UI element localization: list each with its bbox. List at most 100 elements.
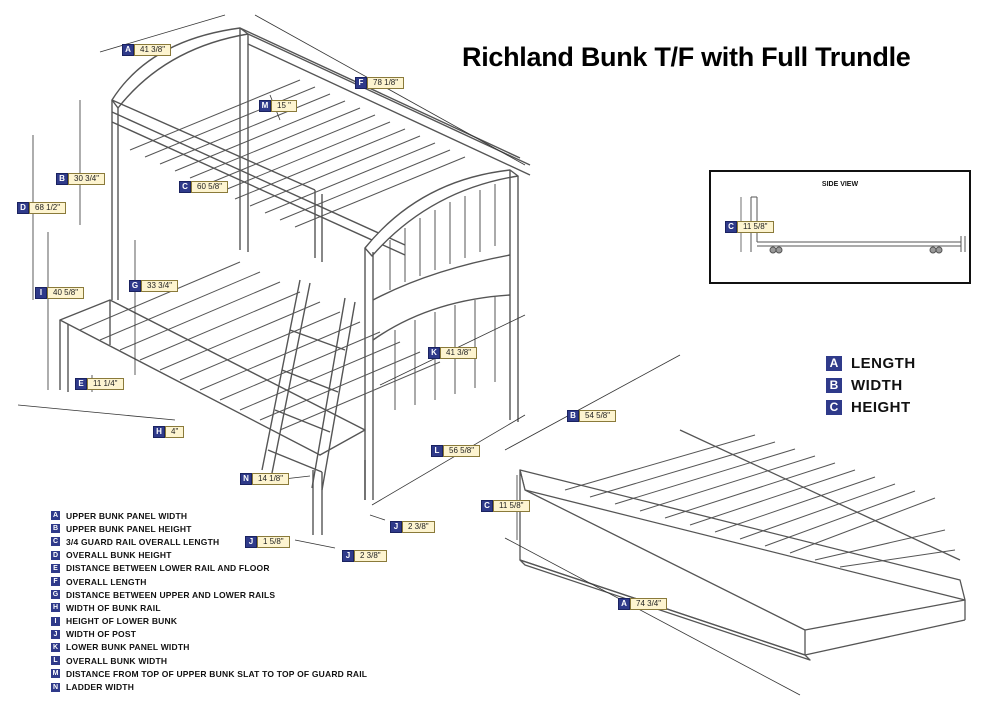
legend-row-length: A LENGTH [826, 352, 916, 374]
dim-value: 11 5/8" [493, 499, 530, 512]
legend-item: H WIDTH OF BUNK RAIL [51, 601, 367, 614]
legend-label: HEIGHT [851, 398, 911, 416]
dim-letter: B [567, 409, 579, 422]
legend-label: LADDER WIDTH [66, 682, 135, 693]
dim-letter: H [153, 425, 165, 438]
dim-value: 2 3/8" [402, 520, 435, 533]
legend-label: OVERALL LENGTH [66, 576, 147, 587]
dim-letter: K [428, 346, 440, 359]
dim-tag-d: D 68 1/2" [17, 201, 67, 214]
dim-letter: B [56, 172, 68, 185]
dim-value: 68 1/2" [29, 201, 67, 214]
bunk-bed-frame [59, 27, 531, 535]
legend-item: N LADDER WIDTH [51, 680, 367, 693]
dimension-type-legend: A LENGTH B WIDTH C HEIGHT [826, 352, 916, 418]
legend-letter: I [51, 616, 60, 626]
dim-tag-h: H 4" [153, 425, 185, 438]
dim-value: 1 5/8" [257, 535, 290, 548]
legend-item: I HEIGHT OF LOWER BUNK [51, 615, 367, 628]
legend-letter: C [51, 537, 60, 547]
ladder [261, 279, 356, 491]
dim-letter: C [179, 180, 191, 193]
legend-label: OVERALL BUNK HEIGHT [66, 550, 172, 561]
dim-tag-e: E 11 1/4" [75, 377, 124, 390]
dim-letter: C [725, 220, 737, 233]
dim-value: 40 5/8" [47, 286, 85, 299]
legend-letter: N [51, 682, 60, 692]
dim-tag-j-left: J 1 5/8" [245, 535, 290, 548]
dim-value: 11 5/8" [737, 220, 774, 233]
legend-label: WIDTH [851, 376, 903, 394]
legend-label: WIDTH OF POST [66, 629, 137, 640]
upper-slats [129, 79, 466, 228]
dim-tag-k: K 41 3/8" [428, 346, 478, 359]
side-view-dim-tag-c: C 11 5/8" [725, 220, 774, 233]
dim-value: 14 1/8" [252, 472, 290, 485]
legend-letter: B [826, 377, 842, 393]
dim-letter: N [240, 472, 252, 485]
legend-item: K LOWER BUNK PANEL WIDTH [51, 641, 367, 654]
legend-label: WIDTH OF BUNK RAIL [66, 602, 161, 613]
dim-value: 33 3/4" [141, 279, 179, 292]
dim-letter: J [245, 535, 257, 548]
trundle-drawing [519, 429, 966, 661]
legend-letter: F [51, 577, 60, 587]
dim-letter: L [431, 444, 443, 457]
dimension-lines [17, 14, 526, 549]
dim-value: 15 " [271, 99, 297, 112]
legend-label: 3/4 GUARD RAIL OVERALL LENGTH [66, 536, 220, 547]
dim-tag-b: B 30 3/4" [56, 172, 106, 185]
dim-value: 41 3/8" [440, 346, 478, 359]
legend-letter: K [51, 642, 60, 652]
dim-value: 74 3/4" [630, 597, 668, 610]
legend-label: UPPER BUNK PANEL HEIGHT [66, 523, 192, 534]
legend-letter: J [51, 629, 60, 639]
dim-tag-a: A 41 3/8" [122, 43, 172, 56]
legend-letter: A [51, 511, 60, 521]
legend-letter: H [51, 603, 60, 613]
trundle-dim-tag-a: A 74 3/4" [618, 597, 668, 610]
legend-label: DISTANCE BETWEEN UPPER AND LOWER RAILS [66, 589, 276, 600]
dim-letter: D [17, 201, 29, 214]
dim-letter: G [129, 279, 141, 292]
dim-tag-n: N 14 1/8" [240, 472, 290, 485]
dim-value: 78 1/8" [367, 76, 405, 89]
dim-letter: I [35, 286, 47, 299]
trundle-dim-tag-b: B 54 5/8" [567, 409, 617, 422]
legend-letter: E [51, 563, 60, 573]
trundle-slats [564, 434, 956, 568]
legend-letter: C [826, 399, 842, 415]
legend-label: DISTANCE FROM TOP OF UPPER BUNK SLAT TO … [66, 668, 368, 679]
side-view-title: SIDE VIEW [821, 181, 859, 188]
dim-letter: E [75, 377, 87, 390]
legend-label: HEIGHT OF LOWER BUNK [66, 616, 178, 627]
dim-tag-i: I 40 5/8" [35, 286, 85, 299]
legend-letter: A [826, 355, 842, 371]
legend-label: OVERALL BUNK WIDTH [66, 655, 168, 666]
dim-tag-l: L 56 5/8" [431, 444, 481, 457]
dim-value: 30 3/4" [68, 172, 106, 185]
legend-item: F OVERALL LENGTH [51, 575, 367, 588]
legend-label: LOWER BUNK PANEL WIDTH [66, 642, 190, 653]
side-view-drawing [740, 196, 966, 254]
trundle-dim-tag-c: C 11 5/8" [481, 499, 530, 512]
legend-row-width: B WIDTH [826, 374, 916, 396]
dim-value: 2 3/8" [354, 549, 387, 562]
dim-value: 56 5/8" [443, 444, 481, 457]
dim-tag-g: G 33 3/4" [129, 279, 179, 292]
legend-letter: M [51, 669, 60, 679]
dim-tag-c: C 60 5/8" [179, 180, 229, 193]
lower-slats [79, 261, 441, 431]
legend-item: A UPPER BUNK PANEL WIDTH [51, 509, 367, 522]
legend-row-height: C HEIGHT [826, 396, 916, 418]
dim-letter: J [390, 520, 402, 533]
legend-item: J WIDTH OF POST [51, 628, 367, 641]
dim-letter: J [342, 549, 354, 562]
dim-value: 60 5/8" [191, 180, 229, 193]
legend-label: UPPER BUNK PANEL WIDTH [66, 510, 188, 521]
dim-letter: M [259, 99, 271, 112]
dim-value: 4" [165, 425, 185, 438]
